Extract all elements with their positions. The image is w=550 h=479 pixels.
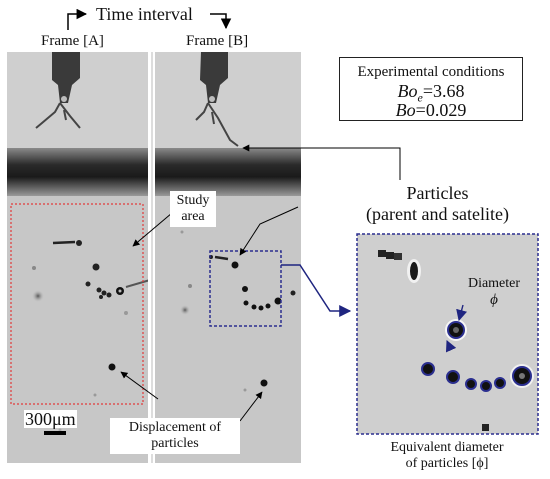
particles-pointer-arrow-2	[239, 206, 299, 256]
equivalent-diameter-caption: Equivalent diameter of particles [ϕ]	[362, 440, 532, 472]
bo-symbol: Bo	[395, 100, 416, 120]
frame-b-label: Frame [B]	[186, 33, 249, 49]
study-area-arrow	[132, 212, 173, 247]
displacement-arrow-b	[239, 391, 263, 422]
bo-e-sub: e	[417, 90, 423, 105]
bo-number: =0.029	[415, 100, 467, 120]
displacement-line1: Displacement of	[128, 420, 222, 435]
study-area-line1: Study	[176, 193, 210, 208]
scale-bar-label: 300μm	[24, 409, 77, 429]
displacement-label: Displacement of particles	[110, 418, 240, 455]
displacement-arrow-a	[120, 371, 159, 400]
equiv-line1: Equivalent diameter	[390, 440, 504, 455]
diameter-label: Diameter ϕ	[464, 276, 524, 309]
experimental-conditions-box: Experimental conditions Boe=3.68 Bo=0.02…	[339, 57, 523, 121]
phi-symbol: ϕ	[490, 292, 498, 309]
diameter-text: Diameter	[467, 276, 521, 291]
particles-label-line2: (parent and satelite)	[366, 203, 509, 224]
particles-label: Particles (parent and satelite)	[330, 183, 545, 224]
displacement-line2: particles	[151, 436, 199, 452]
time-interval-arrow	[67, 8, 232, 30]
study-area-label: Study area	[170, 191, 216, 228]
particles-label-line1: Particles	[406, 183, 469, 203]
frame-b-image	[155, 52, 301, 463]
bo-value: Bo=0.029	[340, 100, 522, 121]
bo-e-number: =3.68	[422, 81, 465, 101]
conditions-title: Experimental conditions	[357, 64, 505, 80]
particles-pointer-arrow	[242, 144, 401, 180]
study-area-line2: area	[181, 209, 205, 225]
time-interval-label: Time interval	[96, 4, 193, 24]
zoom-detail-image	[356, 233, 539, 435]
equiv-line2: of particles [ϕ]	[405, 456, 489, 472]
frame-a-label: Frame [A]	[41, 33, 104, 49]
zoom-connector-arrow	[281, 264, 352, 317]
bo-e-symbol: Bo	[397, 81, 418, 101]
bo-e-value: Boe=3.68	[340, 81, 522, 106]
frame-a-image	[7, 52, 151, 463]
study-area-box	[10, 203, 144, 405]
